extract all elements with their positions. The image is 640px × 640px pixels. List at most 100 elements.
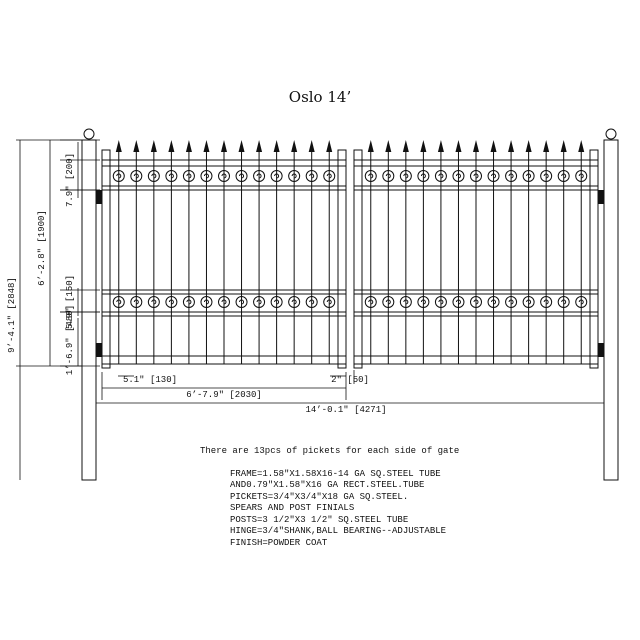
dimension-labels: 7.9" [200] 6’-2.8" [1900] 5.9" [150] 1’-… <box>7 153 387 415</box>
scroll-curl <box>309 173 315 179</box>
scroll-ring <box>575 296 588 308</box>
scroll-curl <box>526 173 532 179</box>
scroll-curl <box>221 173 227 179</box>
scroll-ring <box>417 170 430 182</box>
scroll-curl <box>221 299 227 305</box>
posts <box>81 128 619 481</box>
scroll-curl <box>385 299 391 305</box>
scroll-ring <box>399 170 412 182</box>
hinge <box>598 190 604 204</box>
spear <box>560 140 567 152</box>
scroll-curl <box>473 299 479 305</box>
scroll-ring <box>487 170 500 182</box>
spear <box>291 140 298 152</box>
spear <box>203 140 210 152</box>
scroll-ring <box>452 296 465 308</box>
scroll-ring <box>165 296 178 308</box>
scroll-ring <box>575 170 588 182</box>
scroll-ring <box>253 296 266 308</box>
spear <box>437 140 444 152</box>
spear <box>256 140 263 152</box>
scroll-ring <box>505 170 518 182</box>
scroll-ring <box>165 170 178 182</box>
scroll-curl <box>491 299 496 305</box>
spear <box>420 140 427 152</box>
scroll-ring <box>417 296 430 308</box>
spear <box>402 140 409 152</box>
scroll-ring <box>182 296 195 308</box>
spec-frame: FRAME=1.58"X1.58X16-14 GA SQ.STEEL TUBE <box>230 468 441 479</box>
spec-rect-tube: AND0.79"X1.58"X16 GA RECT.STEEL.TUBE <box>230 480 425 490</box>
dimension-lines <box>16 139 605 480</box>
scroll-curl <box>291 173 297 179</box>
scroll-curl <box>116 173 122 179</box>
scroll-curl <box>526 299 532 305</box>
spear <box>490 140 497 152</box>
spear <box>273 140 280 152</box>
spec-finish: FINISH=POWDER COAT <box>230 537 328 548</box>
scroll-curl <box>326 173 332 179</box>
scroll-curl <box>274 173 280 179</box>
scroll-ring <box>540 296 553 308</box>
scroll-ring <box>112 170 125 182</box>
hinge <box>598 343 604 357</box>
scroll-ring <box>382 296 395 308</box>
scroll-curl <box>508 173 514 179</box>
spec-hinge: HINGE=3/4"SHANK,BALL BEARING--ADJUSTABLE <box>230 526 447 536</box>
left-post <box>81 139 97 481</box>
spear <box>185 140 192 152</box>
scroll-curl <box>420 173 426 179</box>
pickets-note: There are 13pcs of pickets for each side… <box>200 446 460 456</box>
scroll-curl <box>543 173 549 179</box>
leaf-stile <box>337 149 347 369</box>
scroll-ring <box>522 170 535 182</box>
scroll-curl <box>186 173 192 179</box>
scroll-curl <box>561 173 567 179</box>
scroll-curl <box>116 299 122 305</box>
scroll-curl <box>203 299 209 305</box>
scroll-curl <box>455 173 461 179</box>
scroll-curl <box>239 173 244 179</box>
leaf-stile <box>353 149 363 369</box>
spear <box>168 140 175 152</box>
spear <box>543 140 550 152</box>
scroll-ring <box>434 296 447 308</box>
scroll-ring <box>288 170 301 182</box>
scroll-ring <box>557 296 570 308</box>
scroll-curl <box>168 173 174 179</box>
scroll-curl <box>578 173 584 179</box>
spear <box>308 140 315 152</box>
scroll-curl <box>186 299 192 305</box>
scroll-ring <box>522 296 535 308</box>
right-post <box>603 139 619 481</box>
scroll-curl <box>455 299 461 305</box>
scroll-ring <box>505 296 518 308</box>
scroll-ring <box>147 170 160 182</box>
scroll-ring <box>323 170 336 182</box>
spear <box>115 140 122 152</box>
spec-posts: POSTS=3 1/2"X3 1/2" SQ.STEEL TUBE <box>230 514 409 525</box>
scroll-ring <box>182 170 195 182</box>
dim-top-section: 7.9" [200] <box>65 153 75 207</box>
dim-rail-gap: 5.9" [150] <box>65 275 75 329</box>
gate-leaves <box>101 140 599 369</box>
scroll-curl <box>133 173 139 179</box>
scroll-ring <box>218 170 230 182</box>
dim-leaf-width: 6’-7.9" [2030] <box>186 390 262 400</box>
dim-post-offset: 5.1" [130] <box>123 375 177 385</box>
spear <box>150 140 157 152</box>
scroll-ring <box>540 170 553 182</box>
drawing-title: Oslo 14’ <box>288 88 352 106</box>
leaf-stile <box>101 149 111 369</box>
scroll-ring <box>235 170 248 182</box>
scroll-ring <box>487 296 500 308</box>
spear <box>238 140 245 152</box>
scroll-curl <box>203 173 209 179</box>
scroll-curl <box>403 299 409 305</box>
scroll-curl <box>291 299 297 305</box>
scroll-curl <box>403 173 409 179</box>
right-post-finial <box>605 128 617 140</box>
scroll-curl <box>151 299 157 305</box>
scroll-ring <box>147 296 160 308</box>
